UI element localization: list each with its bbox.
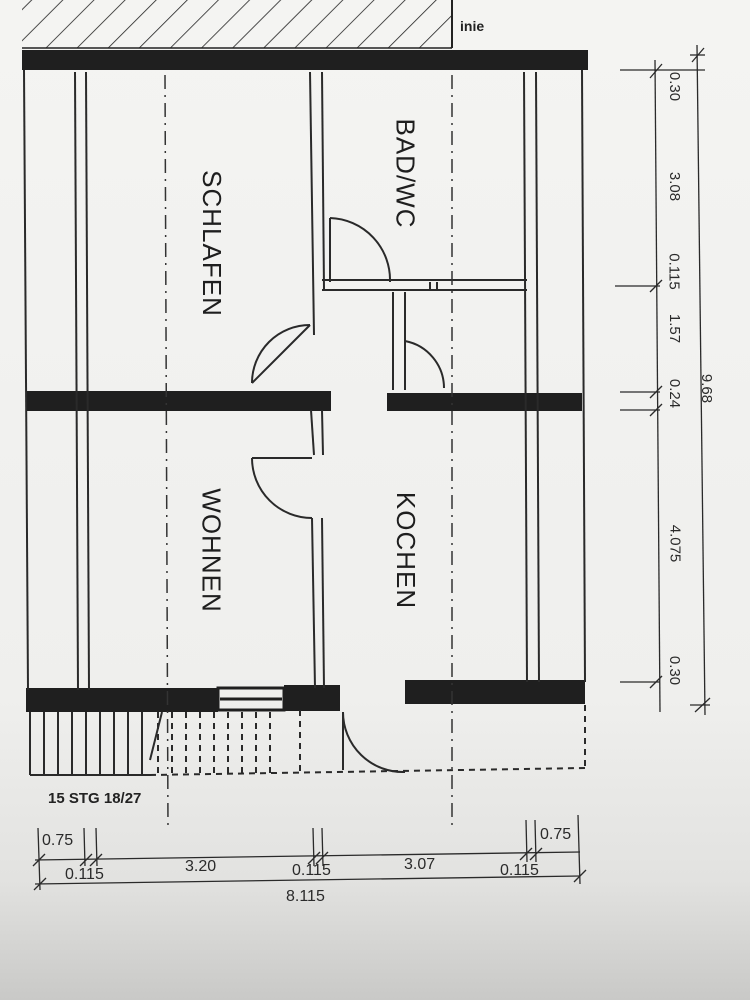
dim-right-segment: 0.30 <box>666 71 684 102</box>
room-label-schlafen: SCHLAFEN <box>196 170 227 317</box>
room-label-kochen: KOCHEN <box>391 491 422 610</box>
wall-middle-right <box>387 393 582 411</box>
dim-right-segment: 0.115 <box>665 253 683 290</box>
walls <box>22 50 588 712</box>
room-label-bad-wc: BAD/WC <box>390 118 421 229</box>
dimension-chain-right <box>615 44 711 716</box>
dim-bottom-segment: 3.20 <box>185 858 217 875</box>
dim-bottom-segment: 0.115 <box>500 862 539 879</box>
stairs <box>29 705 586 776</box>
window-frame <box>216 686 286 712</box>
axis-lines <box>164 74 453 831</box>
outer-wall-lines <box>23 69 586 691</box>
dim-bottom-segment: 0.115 <box>292 862 331 879</box>
hatched-wall-area <box>22 0 453 49</box>
room-label-wohnen: WOHNEN <box>196 488 227 613</box>
dim-bottom-total: 8.115 <box>286 888 325 905</box>
dim-right-segment: 0.30 <box>666 655 684 686</box>
dim-right-segment: 1.57 <box>666 313 684 344</box>
dim-right-segment: 0.24 <box>666 378 684 409</box>
dimension-chain-bottom <box>32 814 587 891</box>
dim-bottom-segment: 0.75 <box>42 832 74 849</box>
wall-top <box>22 50 588 70</box>
dim-right-segment: 4.075 <box>666 524 684 563</box>
dim-right-segment: 3.08 <box>666 171 684 202</box>
wall-middle-left <box>26 391 331 411</box>
wall-bottom-right <box>405 680 585 704</box>
dim-bottom-segment: 3.07 <box>404 856 436 873</box>
wall-bottom-left <box>26 688 218 712</box>
top-label-fragment: inie <box>460 18 485 34</box>
dim-bottom-segment: 0.115 <box>65 866 104 883</box>
stairs-note: 15 STG 18/27 <box>48 790 142 807</box>
wall-bottom-mid <box>284 685 340 711</box>
dim-bottom-segment: 0.75 <box>540 826 572 843</box>
dim-right-total: 9.68 <box>698 373 716 404</box>
